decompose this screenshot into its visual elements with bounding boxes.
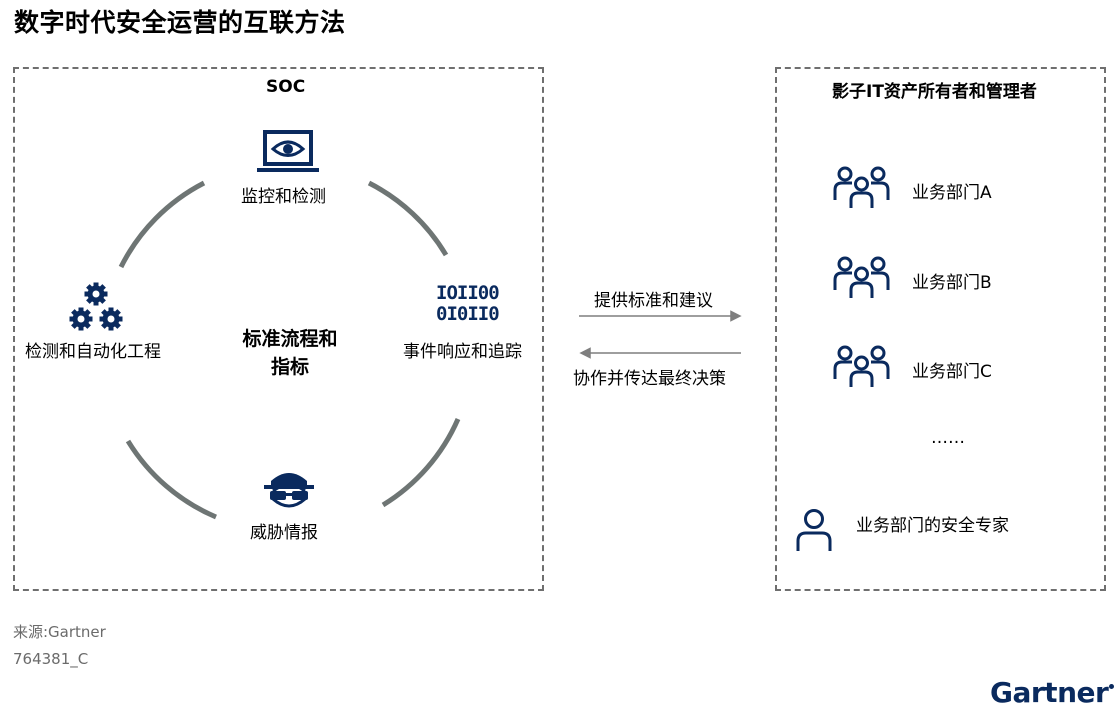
gartner-logo: Gartner bbox=[990, 676, 1115, 709]
security-expert-label: 业务部门的安全专家 bbox=[856, 516, 1009, 536]
gears-icon bbox=[69, 282, 123, 331]
center-label-line2: 指标 bbox=[270, 356, 309, 378]
node-intel-label: 威胁情报 bbox=[250, 523, 318, 543]
center-label: 标准流程和 指标 bbox=[215, 325, 365, 381]
group-people-icon bbox=[833, 256, 890, 298]
binary-code-icon: IOII00 0I0II0 bbox=[436, 282, 500, 325]
node-monitor-label: 监控和检测 bbox=[241, 187, 326, 207]
owners-box bbox=[775, 67, 1106, 591]
department-label: 业务部门A bbox=[912, 183, 992, 203]
binary-line-1: IOII00 bbox=[436, 282, 500, 304]
group-people-icon bbox=[833, 345, 890, 387]
person-icon bbox=[796, 509, 832, 551]
flow-to-soc-label: 协作并传达最终决策 bbox=[573, 369, 726, 389]
soc-box bbox=[13, 67, 544, 591]
arrow-left-head bbox=[579, 347, 591, 359]
spy-icon bbox=[264, 473, 314, 508]
page-title: 数字时代安全运营的互联方法 bbox=[14, 8, 346, 37]
laptop-eye-icon bbox=[257, 130, 319, 172]
source-note: 来源:Gartner bbox=[13, 623, 106, 641]
flow-to-owners-label: 提供标准和建议 bbox=[594, 291, 713, 311]
owners-title: 影子IT资产所有者和管理者 bbox=[832, 82, 1037, 102]
center-label-line1: 标准流程和 bbox=[242, 328, 338, 350]
group-people-icon bbox=[833, 166, 890, 208]
department-label: 业务部门C bbox=[912, 362, 992, 382]
soc-title: SOC bbox=[266, 77, 306, 97]
figure-id: 764381_C bbox=[13, 650, 89, 668]
department-label: 业务部门B bbox=[912, 273, 992, 293]
gartner-logo-text: Gartner bbox=[990, 676, 1109, 709]
more-departments-ellipsis: …… bbox=[931, 428, 965, 448]
binary-line-2: 0I0II0 bbox=[436, 303, 500, 325]
logo-dot bbox=[1109, 684, 1115, 689]
arrow-right-head bbox=[730, 310, 742, 322]
node-engineering-label: 检测和自动化工程 bbox=[25, 342, 161, 362]
node-response-label: 事件响应和追踪 bbox=[403, 342, 522, 362]
